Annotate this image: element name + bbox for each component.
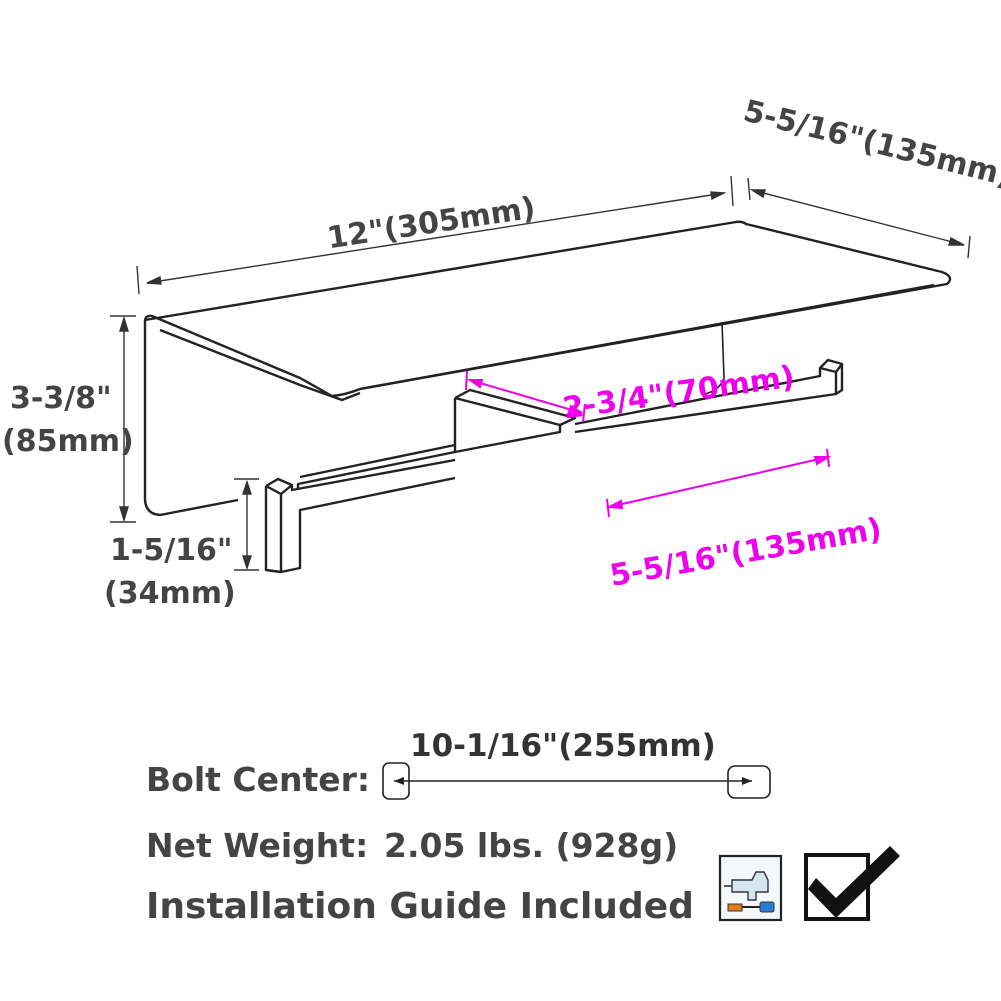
right-bar-end	[819, 363, 843, 394]
bar-length-line	[608, 456, 829, 508]
bolt-center-row: Bolt Center: 10-1/16"(255mm)	[146, 728, 771, 800]
bolt-hole-right	[727, 765, 771, 799]
shelf-lip-line	[359, 283, 935, 391]
depth-label: 5-5/16"(135mm)	[740, 94, 1001, 195]
divider-gap-ext-left	[465, 370, 468, 391]
width-arrow-right	[710, 191, 727, 201]
height-label-mm: (85mm)	[2, 424, 134, 459]
shelf-underside	[159, 328, 361, 402]
bar-height-label-mm: (34mm)	[104, 576, 236, 611]
divider-gap-arrow-left	[466, 379, 484, 389]
net-weight-label: Net Weight:	[146, 826, 368, 865]
width-arrow-left	[146, 275, 162, 285]
bolt-center-label: Bolt Center:	[146, 760, 370, 799]
tools-icon	[718, 854, 783, 922]
height-arrow-bottom	[119, 506, 129, 523]
bolt-center-value: 10-1/16"(255mm)	[410, 728, 716, 764]
divider-gap-arrow-right	[567, 404, 583, 414]
checkmark-icon	[804, 846, 900, 921]
left-bar-bottom	[280, 476, 456, 574]
bar-height-arrow-bottom	[242, 555, 252, 571]
width-dim-line	[146, 192, 725, 284]
highlight-dimension-lines	[465, 370, 832, 518]
dimension-lines	[110, 175, 971, 571]
bar-length-ext-left	[606, 498, 610, 518]
left-bar-post	[264, 458, 456, 574]
bolt-arrow-right	[742, 777, 752, 785]
depth-arrow-right	[948, 236, 965, 246]
divider-gap-ext-right	[582, 403, 586, 423]
bar-height-label-inches: 1-5/16"	[110, 533, 233, 568]
bar-length-label: 5-5/16"(135mm)	[607, 512, 884, 594]
depth-ext-right	[967, 235, 971, 259]
depth-arrow-left	[749, 189, 766, 199]
divider-shadow	[704, 321, 725, 395]
width-label: 12"(305mm)	[325, 191, 538, 257]
width-ext-left	[136, 265, 140, 295]
bar-length-arrow-right	[813, 456, 832, 466]
bolt-arrow-left	[394, 777, 404, 785]
depth-ext-left	[747, 177, 751, 201]
bar-length-arrow-left	[605, 499, 624, 510]
height-label-inches: 3-3/8"	[10, 381, 112, 416]
depth-dim-line	[751, 189, 965, 246]
toilet-paper-holder-drawing	[143, 220, 952, 574]
divider-gap-line	[469, 379, 583, 414]
installation-guide-text: Installation Guide Included	[146, 886, 694, 927]
center-divider	[453, 388, 577, 454]
wall-plate	[143, 320, 239, 517]
net-weight-value: 2.05 lbs. (928g)	[384, 826, 678, 865]
bar-height-arrow-top	[242, 479, 252, 495]
width-ext-right	[730, 175, 734, 207]
height-arrow-top	[119, 315, 129, 332]
